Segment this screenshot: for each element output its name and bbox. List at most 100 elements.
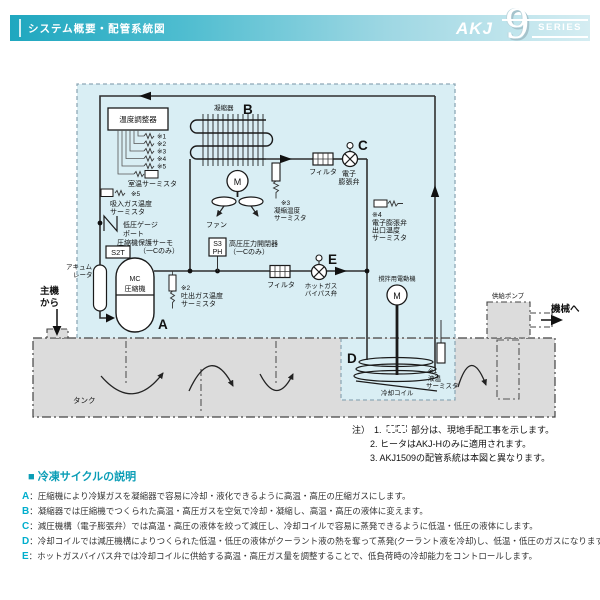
thermistor-label: サーミスタ (181, 299, 216, 308)
stir-motor-label: 撹拌用電動機 (378, 275, 415, 283)
fan-motor-m: M (234, 177, 242, 187)
piping-system-diagram: 主機 から 機械へ 供給ポンプ タンク 凝縮器 B M (32, 83, 580, 463)
ref-mark: ※4 (372, 212, 382, 219)
protect-thermo-label: （一Cのみ） (139, 247, 179, 255)
flow-arrow-right (106, 313, 115, 323)
from-main-arrowhead (52, 326, 62, 336)
room-thermistor-symbol (144, 170, 159, 179)
high-pressure-switch: S3 PH 高圧圧力開閉器 （一Cのみ） (208, 237, 278, 271)
to-machine-arrowhead (551, 314, 563, 326)
fan-blade (211, 196, 237, 207)
field-work-box-glyph (386, 425, 397, 433)
item-letter: D (22, 536, 30, 547)
ref-mark: ※5 (131, 191, 140, 198)
zone-label-a: A (158, 317, 168, 332)
s3ph-label: PH (213, 249, 223, 256)
valve-cross (313, 266, 325, 278)
hp-switch-label: 高圧圧力開閉器 (229, 239, 278, 248)
page-title: システム概要・配管系統図 (28, 23, 166, 35)
thermistor-lead (272, 180, 280, 199)
ref-mark: ※5 (157, 164, 166, 171)
suction-return-pipe (99, 95, 435, 265)
airflow-arrow (216, 205, 225, 217)
eev-label: 電子 (342, 170, 356, 178)
flow-arrow (188, 365, 234, 392)
note-mark: 注） (352, 424, 370, 435)
flow-arrow-right (335, 266, 347, 276)
filter-grid (270, 265, 290, 278)
thermistor-label: 吸入ガス温度 (110, 199, 152, 208)
ref-mark: ※1 (428, 368, 437, 375)
accumulator: アキュム レータ (66, 263, 108, 312)
gauge-port-label: ポート (123, 230, 144, 238)
stirrer-and-cooling-coil: 撹拌用電動機 M 冷却コイル D (347, 275, 439, 397)
thermistor-symbol (168, 274, 177, 292)
item-letter: A (22, 491, 30, 502)
item-text: ：凝縮器では圧縮機でつくられた高温・高圧ガスを空気で冷却・凝縮し、高温・高圧の液… (29, 506, 428, 516)
hotgas-label: ホットガス (305, 281, 338, 290)
filter-grid (313, 153, 333, 165)
temperature-controller: 温度調整器 ※1 ※2 ※3 ※4 ※5 室温サーミスタ (107, 107, 177, 188)
thermistor-lead (169, 290, 176, 309)
thermistor-label: サーミスタ (274, 213, 307, 222)
thermistor-symbol (100, 188, 114, 197)
brand-series-label: SERIES (538, 22, 582, 33)
s3ph-label: S3 (213, 241, 222, 248)
sensor-wires (117, 130, 144, 175)
explanation-item-a: A：圧縮機により冷媒ガスを凝縮器で容易に冷却・液化できるように高温・高圧の圧縮ガ… (22, 489, 600, 504)
thermistor-label: サーミスタ (110, 207, 145, 216)
from-main-label: 主機 (40, 285, 60, 297)
notes: 注） 1. 部分は、現地手配工事を示します。 2. ヒータはAKJ-Hのみに適用… (352, 424, 554, 463)
condenser-tubes (189, 119, 274, 160)
brand-akj: AKJ (455, 19, 493, 38)
thermistor-lead (114, 189, 126, 197)
refrigerant-pipes (99, 95, 436, 368)
valve-cross (344, 153, 356, 165)
note-text: 3. AKJ1509の配管系統は本図と異なります。 (370, 452, 550, 463)
brand-rule-bottom (532, 36, 588, 38)
item-text: ：冷却コイルでは減圧機構によりつくられた低温・低圧の液体がクーラント液の熱を奪っ… (29, 536, 600, 546)
supply-pump-label: 供給ポンプ (492, 291, 525, 300)
ref-mark: ※1 (157, 134, 166, 141)
external-connections: 主機 から 機械へ 供給ポンプ タンク (40, 285, 580, 405)
protect-thermo-label: 圧縮機保護サーモ (117, 238, 173, 247)
flow-arrow (100, 372, 164, 395)
thermistor-label: 液温 (428, 374, 442, 383)
header-bar: システム概要・配管系統図 AKJ 9 SERIES (10, 5, 590, 45)
thermistor-label: 吐出ガス温度 (181, 291, 223, 300)
gauge-port-symbol (103, 214, 118, 233)
refrigeration-cycle-explanation: ■ 冷凍サイクルの説明 A：圧縮機により冷媒ガスを凝縮器で容易に冷却・液化できる… (0, 468, 600, 564)
zone-label-e: E (328, 252, 337, 267)
item-letter: E (22, 551, 29, 562)
filter-label: フィルタ (309, 167, 337, 176)
item-text: ：圧縮機により冷媒ガスを凝縮器で容易に冷却・液化できるように高温・高圧の圧縮ガス… (29, 491, 411, 501)
accumulator-body (92, 264, 108, 312)
cooling-coil-label: 冷却コイル (381, 388, 414, 397)
thermistor-label: サーミスタ (426, 381, 459, 390)
pipe-junction-dot (187, 268, 193, 274)
zone-label-c: C (358, 138, 368, 153)
airflow-arrow (250, 205, 259, 217)
pipe-junction-dot (97, 220, 103, 226)
to-machine-label: 機械へ (551, 303, 580, 315)
discharge-gas-thermistor: ※2 吐出ガス温度 サーミスタ (168, 271, 223, 309)
tank-label: タンク (73, 396, 96, 405)
accumulator-label: レータ (73, 270, 93, 279)
eev-actuator (346, 141, 354, 150)
from-main-label: から (40, 298, 59, 309)
flow-arrow-left (139, 91, 151, 101)
pipe-junction-dot (364, 268, 370, 274)
thermistor-label: 電子膨張弁 (372, 218, 407, 227)
ref-mark: ※3 (281, 200, 290, 207)
explanation-item-b: B：凝縮器では圧縮機でつくられた高温・高圧ガスを空気で冷却・凝縮し、高温・高圧の… (22, 504, 600, 519)
note-number: 1. (374, 425, 382, 435)
flow-arrow-up (430, 185, 440, 197)
pipe-junctions-and-arrows (97, 91, 440, 323)
accumulator-outlet-pipe (99, 311, 107, 319)
compressor: 圧縮機保護サーモ （一Cのみ） S2T MC 圧縮機 A (105, 238, 179, 333)
condenser-fan: M ファン (206, 169, 264, 229)
unit-area-border (76, 83, 456, 401)
condensing-temp-thermistor: ※3 凝縮温度 サーミスタ (271, 162, 307, 222)
thermistor-label: 出口温度 (372, 226, 400, 235)
explanation-item-c: C：減圧機構（電子膨張弁）では高温・高圧の液体を絞って減圧し、冷却コイルで容易に… (22, 519, 600, 534)
